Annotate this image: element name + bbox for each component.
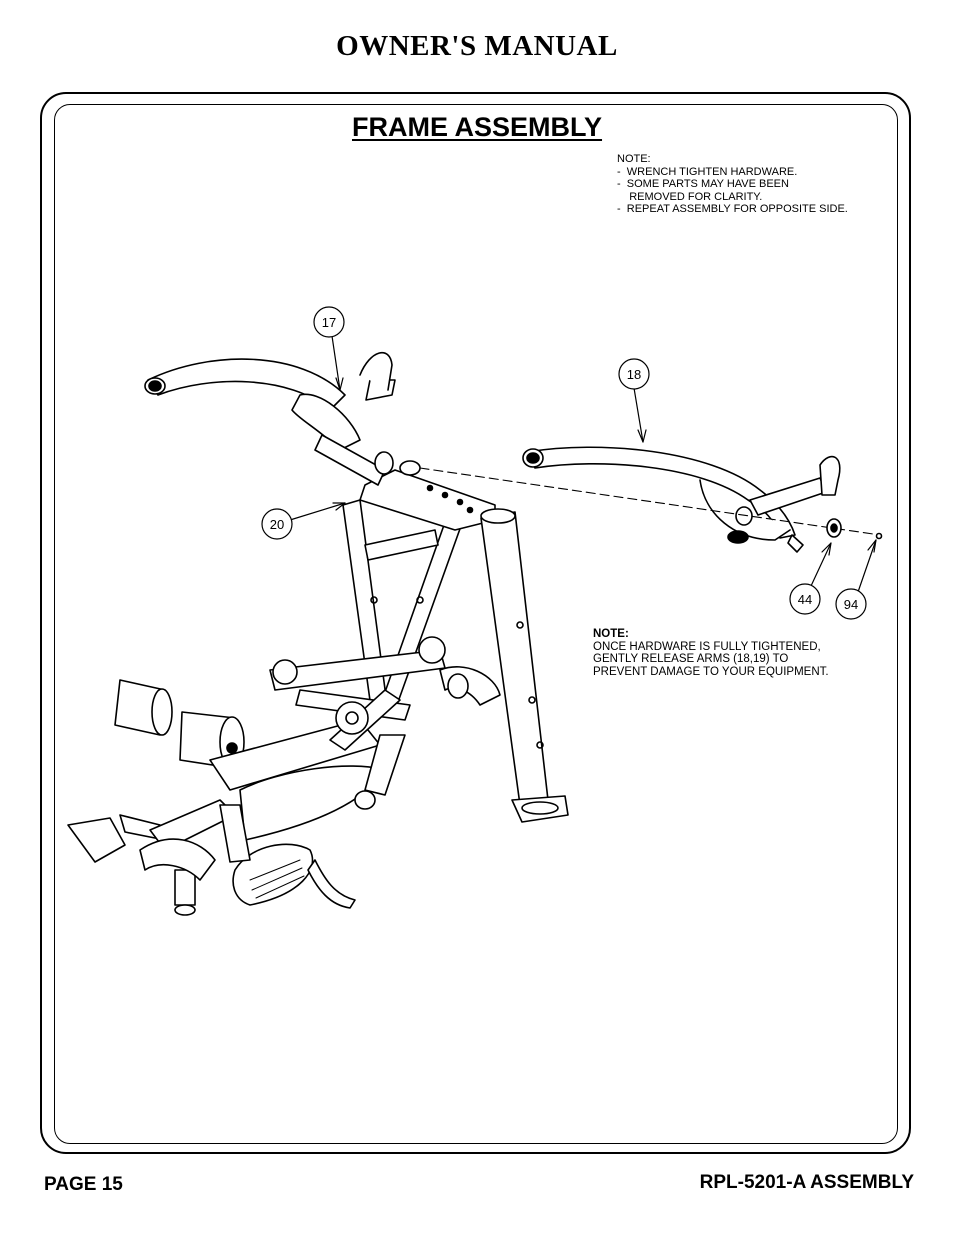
exploded-axis-line: [419, 467, 881, 536]
callout-44-label: 44: [798, 592, 812, 607]
note-bottom-line: GENTLY RELEASE ARMS (18,19) TO: [593, 653, 789, 665]
note-top-line: - WRENCH TIGHTEN HARDWARE.: [617, 165, 798, 178]
note-top-line: REMOVED FOR CLARITY.: [617, 190, 763, 203]
callout-94: 94: [835, 588, 867, 620]
note-bottom: NOTE: ONCE HARDWARE IS FULLY TIGHTENED, …: [593, 628, 829, 678]
callout-20: 20: [261, 508, 293, 540]
callout-17: 17: [313, 306, 345, 338]
note-bottom-heading: NOTE:: [593, 628, 629, 640]
hardware-parts: [826, 518, 883, 540]
lower-frame: [67, 636, 501, 916]
note-bottom-line: ONCE HARDWARE IS FULLY TIGHTENED,: [593, 640, 821, 653]
callout-18-label: 18: [627, 367, 641, 382]
page-number: PAGE 15: [44, 1174, 123, 1195]
rear-upright-tube: [480, 508, 569, 823]
callout-44: 44: [789, 583, 821, 615]
callout-18: 18: [618, 358, 650, 390]
callout-17-label: 17: [322, 315, 336, 330]
callout-20-label: 20: [270, 517, 284, 532]
section-title: FRAME ASSEMBLY: [352, 112, 603, 142]
note-top-line: NOTE:: [617, 153, 651, 165]
note-top-line: - SOME PARTS MAY HAVE BEEN: [617, 178, 789, 191]
callout-leaders: [289, 335, 877, 593]
page-frame-inner: [54, 104, 898, 1144]
arm-18: [522, 446, 841, 553]
note-top-line: - REPEAT ASSEMBLY FOR OPPOSITE SIDE.: [617, 203, 848, 216]
document-id: RPL-5201-A ASSEMBLY: [699, 1172, 914, 1193]
arm-17: [144, 351, 421, 486]
page-frame-outer: [40, 92, 911, 1154]
note-top: NOTE: - WRENCH TIGHTEN HARDWARE. - SOME …: [617, 153, 848, 216]
note-bottom-line: PREVENT DAMAGE TO YOUR EQUIPMENT.: [593, 665, 829, 678]
callout-94-label: 94: [844, 597, 858, 612]
manual-title: OWNER'S MANUAL: [336, 30, 618, 62]
